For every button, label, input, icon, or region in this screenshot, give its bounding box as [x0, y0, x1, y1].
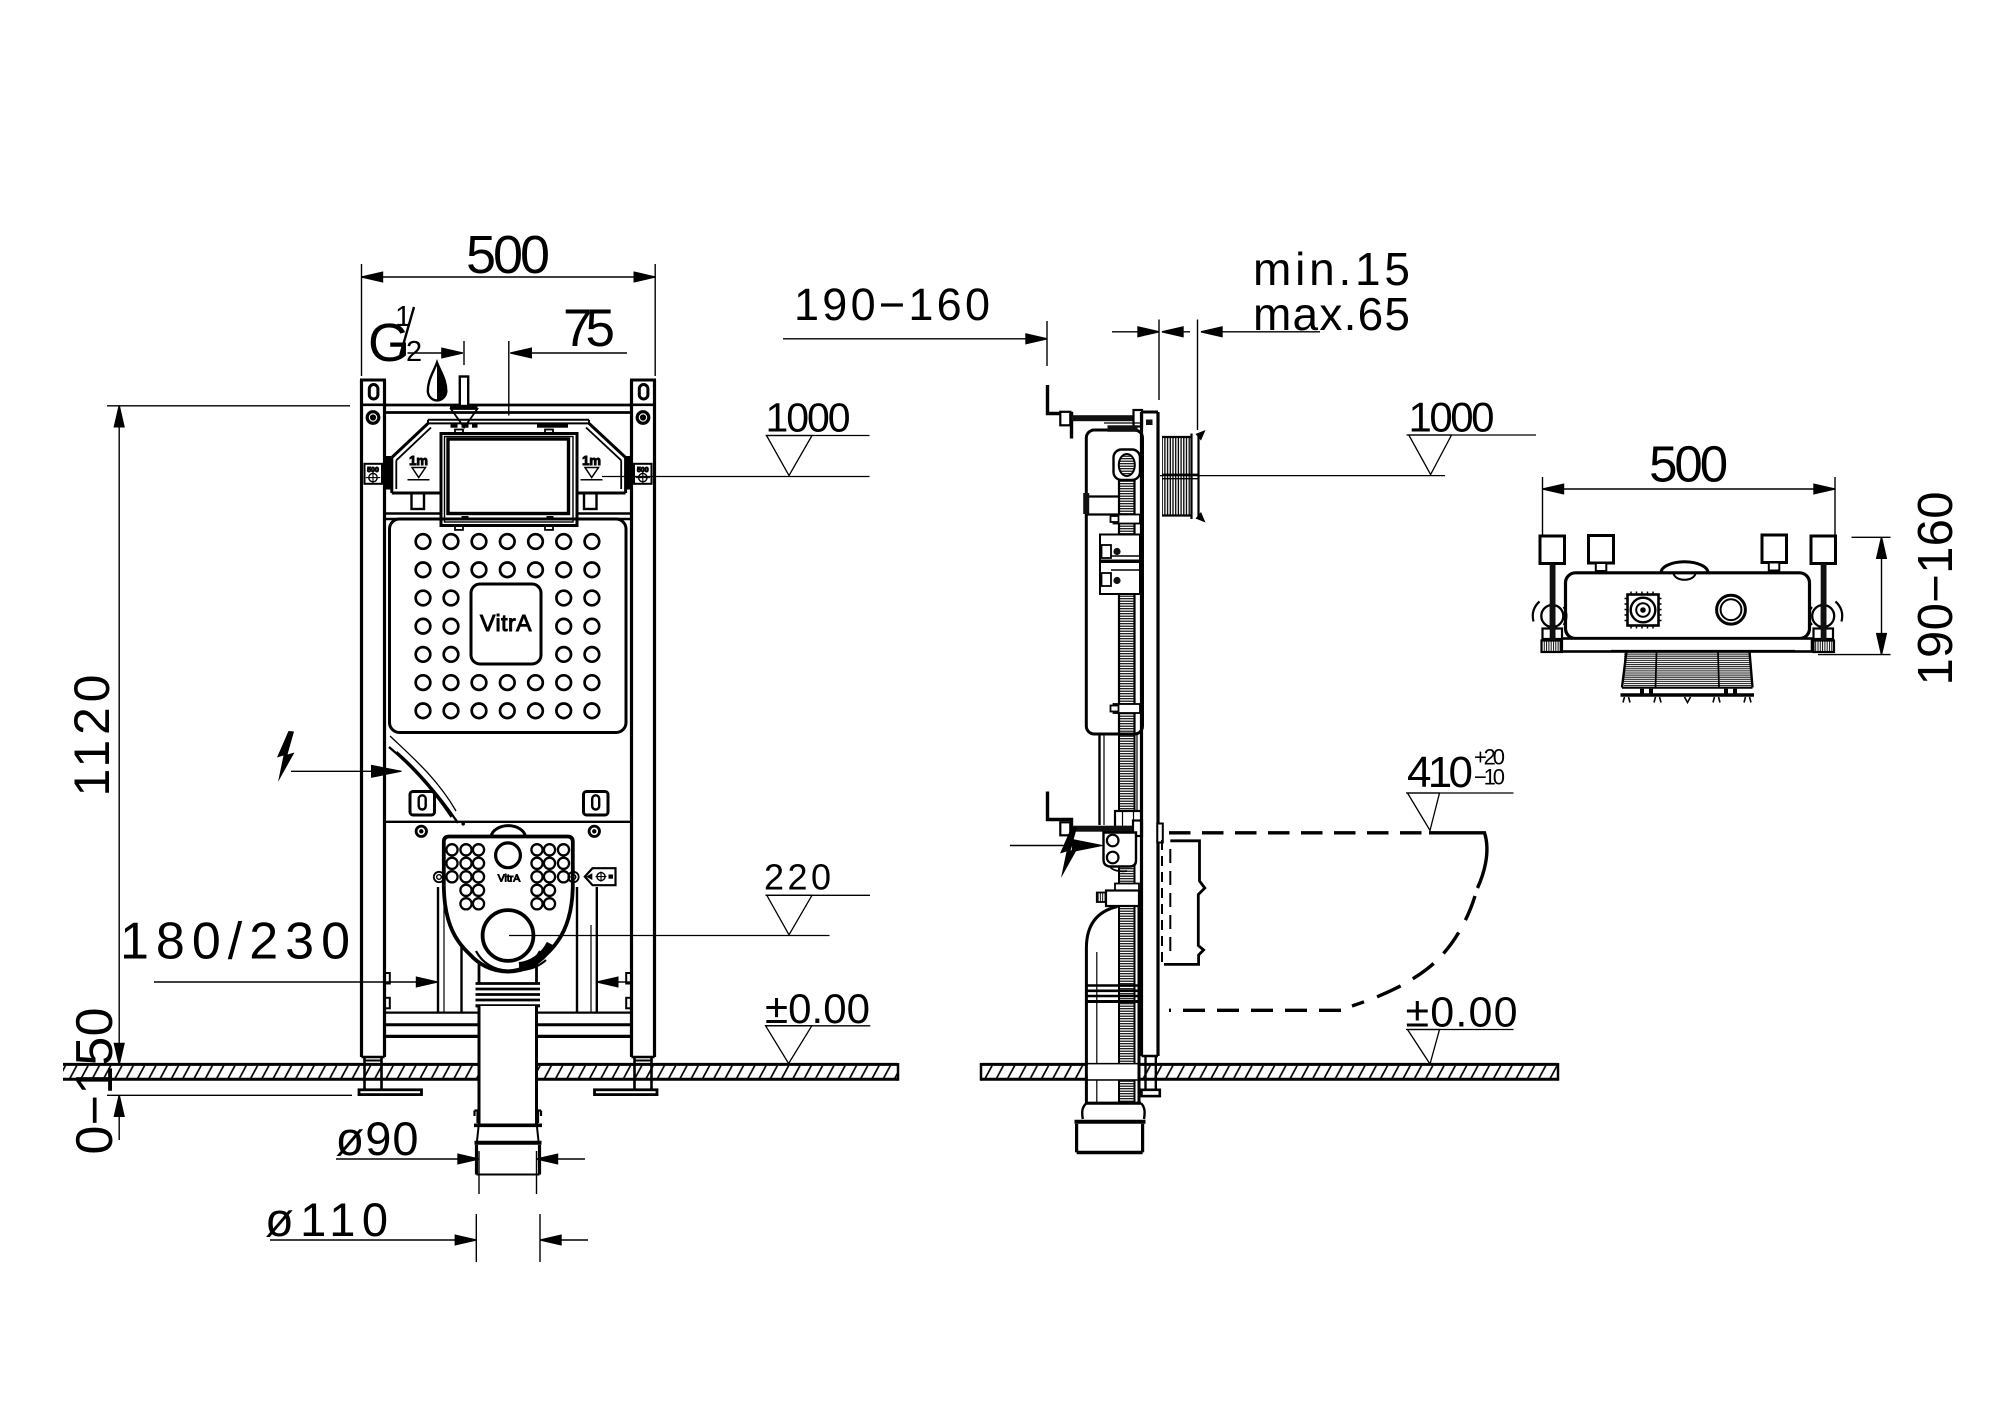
svg-text:1000: 1000	[766, 395, 851, 441]
svg-text:+20: +20	[1474, 745, 1505, 770]
svg-text:±0.00: ±0.00	[765, 985, 870, 1032]
svg-text:ø90: ø90	[336, 1112, 419, 1165]
svg-text:1: 1	[395, 301, 411, 333]
svg-text:−10: −10	[1474, 765, 1505, 790]
svg-text:500: 500	[1649, 436, 1728, 493]
svg-text:VitrA: VitrA	[498, 873, 521, 885]
svg-text:1m: 1m	[582, 453, 601, 468]
svg-text:±0.00: ±0.00	[1406, 989, 1518, 1037]
svg-text:1000: 1000	[1409, 394, 1495, 441]
svg-text:500: 500	[466, 225, 550, 285]
svg-text:180/230: 180/230	[120, 913, 350, 971]
svg-text:190−160: 190−160	[794, 279, 990, 330]
svg-text:500: 500	[637, 467, 649, 474]
svg-text:2: 2	[406, 336, 422, 368]
svg-text:190−160: 190−160	[1909, 492, 1963, 686]
svg-text:0−150: 0−150	[66, 1008, 124, 1155]
svg-text:75: 75	[563, 299, 615, 358]
svg-text:1m: 1m	[409, 453, 428, 468]
svg-text:500: 500	[367, 467, 379, 474]
svg-text:VitrA: VitrA	[480, 610, 532, 636]
svg-text:220: 220	[764, 857, 831, 898]
svg-text:1120: 1120	[64, 675, 120, 797]
svg-text:410: 410	[1407, 748, 1473, 797]
svg-text:min.15: min.15	[1253, 243, 1410, 295]
